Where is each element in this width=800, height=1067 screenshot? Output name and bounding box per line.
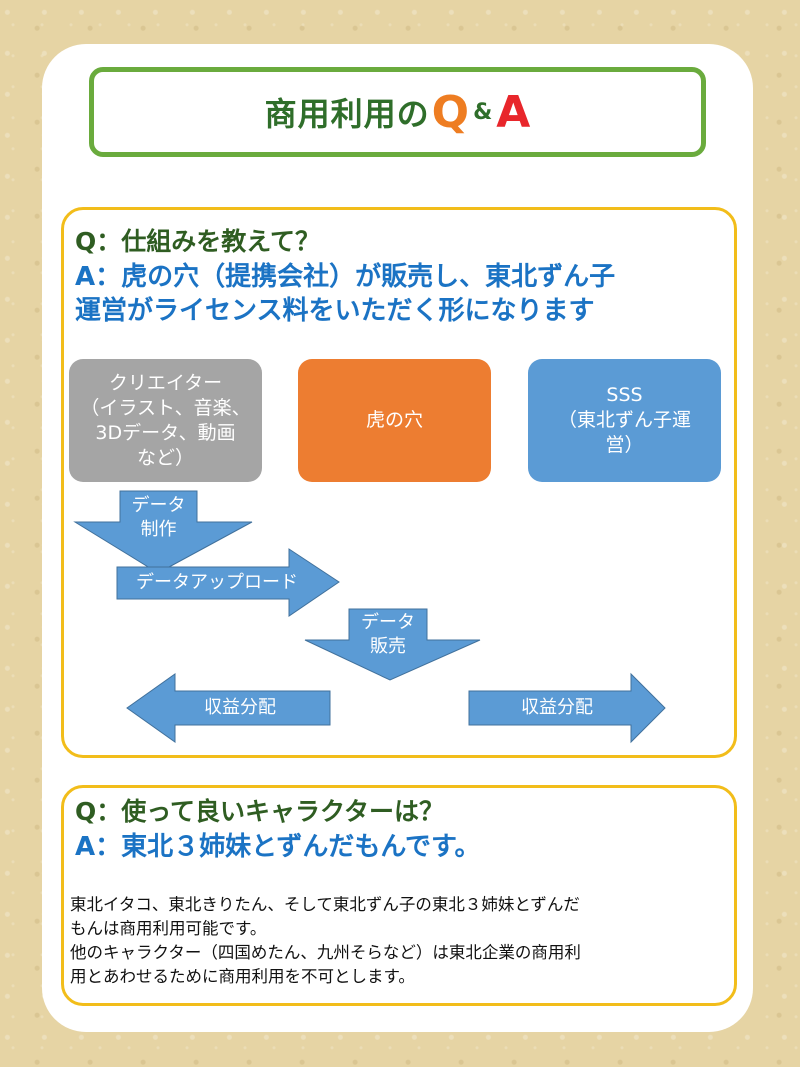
arrow-sale-label: データ 販売 [349,611,427,659]
node-creator-line: （イラスト、音楽、 [80,396,251,419]
arrow-profit-left [126,673,331,743]
title-a-letter: A [496,86,531,138]
arrow-label-line: 制作 [140,519,177,540]
arrow-profit-right-label: 収益分配 [521,697,593,718]
node-creator-line: など） [136,446,194,469]
characters-description: 東北イタコ、東北きりたん、そして東北ずん子の東北３姉妹とずんだ もんは商用利用可… [70,893,720,989]
arrow-data-create-label: データ 制作 [120,494,197,542]
arrow-upload [116,548,340,617]
arrow-label-line: データ [131,495,186,516]
arrow-profit-right [468,672,666,744]
page-title: 商用利用の [264,95,430,133]
arrow-upload-label: データアップロード [136,572,298,593]
qa-section-characters [61,785,737,1006]
title-q-letter: Q [431,86,470,138]
arrow-profit-left-label: 収益分配 [204,697,276,718]
node-sss-line: （東北ずん子運 [557,409,691,431]
question-characters: Q：使って良いキャラクターは？ [75,797,445,826]
node-creator-line: クリエイター [108,371,223,394]
arrow-label-line: 販売 [370,636,406,657]
answer-characters: A：東北３姉妹とずんだもんです。 [75,832,481,862]
node-creator: クリエイター （イラスト、音楽、 3Dデータ、動画 など） [69,359,262,482]
title-banner: 商用利用の Q & A [89,67,706,157]
node-sss-line: 営） [605,434,644,456]
node-sss-line: SSS [606,384,643,406]
answer-mechanism-line1: A：虎の穴（提携会社）が販売し、東北ずん子 [75,262,616,292]
node-toranoana: 虎の穴 [298,359,491,482]
node-toranoana-label: 虎の穴 [365,409,423,431]
description-line: 用とあわせるために商用利用を不可とします。 [70,967,415,986]
description-line: 他のキャラクター（四国めたん、九州そらなど）は東北企業の商用利 [70,943,581,962]
node-creator-line: 3Dデータ、動画 [95,421,236,444]
arrow-label-line: データ [361,612,415,633]
title-ampersand: & [473,99,493,125]
node-sss: SSS （東北ずん子運 営） [528,359,721,482]
answer-mechanism-line2: 運営がライセンス料をいただく形になります [75,296,595,326]
question-mechanism: Q：仕組みを教えて？ [75,227,321,256]
description-line: もんは商用利用可能です。 [70,919,267,938]
arrow-data-create [73,490,253,574]
description-line: 東北イタコ、東北きりたん、そして東北ずん子の東北３姉妹とずんだ [70,895,580,914]
arrow-sale [304,608,481,681]
